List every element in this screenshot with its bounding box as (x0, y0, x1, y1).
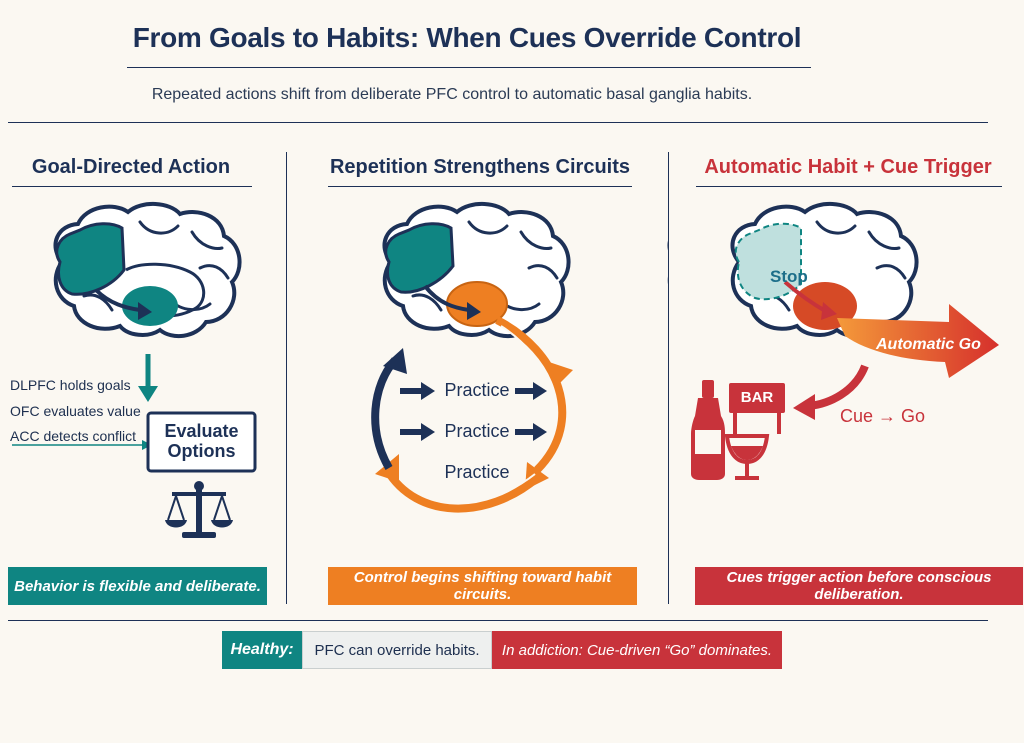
pfc-region-2 (384, 222, 455, 294)
practice-label-2: Practice (444, 421, 510, 441)
bar-sign-text: BAR (740, 389, 774, 406)
automatic-go-label: Automatic Go (876, 336, 981, 353)
title-underline (127, 67, 811, 68)
options-line: Options (167, 441, 236, 461)
practice-label-1: Practice (444, 380, 510, 400)
banner-flexible: Behavior is flexible and deliberate. (8, 567, 267, 605)
cycle-arrows (371, 316, 573, 513)
wine-glass-icon (724, 434, 770, 480)
evaluate-options-text: Evaluate Options (148, 421, 255, 461)
faded-pfc-region (734, 222, 802, 301)
bottle-icon (691, 380, 725, 480)
column-separator-1 (286, 152, 287, 604)
stop-label: Stop (770, 267, 808, 286)
panel-goal-directed: Goal-Directed Action (0, 0, 286, 620)
label-ofc: OFC evaluates value (10, 403, 141, 419)
label-dlpfc: DLPFC holds goals (10, 377, 131, 393)
cue-arrow (793, 394, 815, 420)
footer-legend: Healthy: PFC can override habits. In add… (222, 631, 782, 669)
panel-2-graphics (371, 202, 668, 513)
panel-repetition: Repetition Strengthens Circuits (287, 0, 668, 620)
column-separator-2 (668, 152, 669, 604)
header-divider (8, 122, 988, 123)
automatic-go-arrow (837, 304, 999, 378)
panel-1-title: Goal-Directed Action (31, 156, 231, 178)
page-subtitle: Repeated actions shift from deliberate P… (151, 86, 753, 103)
panel-1-graphics (12, 202, 257, 538)
page-title: From Goals to Habits: When Cues Override… (132, 22, 802, 53)
pfc-region-1 (55, 222, 126, 296)
brain-3-icon (730, 202, 919, 339)
scales-icon (165, 481, 233, 538)
addiction-text: In addiction: Cue-driven “Go” dominates. (492, 631, 782, 669)
footer-divider (8, 620, 988, 621)
panel-1-title-underline (12, 186, 252, 187)
panel-3-title-underline (696, 186, 1002, 187)
evaluate-options-box (146, 411, 257, 473)
banner-cues: Cues trigger action before conscious del… (695, 567, 1023, 605)
healthy-text: PFC can override habits. (302, 631, 492, 669)
bar-sign-icon (729, 383, 785, 434)
panel-3-title: Automatic Habit + Cue Trigger (704, 156, 992, 178)
evaluate-line: Evaluate (164, 421, 239, 441)
practice-label-3: Practice (444, 462, 510, 482)
label-acc: ACC detects conflict (10, 428, 137, 444)
panel-2-title-underline (328, 186, 632, 187)
brain-1-icon (53, 202, 242, 339)
panel-automatic-habit: Automatic Habit + Cue Trigger (669, 0, 1024, 620)
basal-ganglia-1 (122, 286, 178, 326)
panel-2-title: Repetition Strengthens Circuits (329, 156, 631, 178)
healthy-label: Healthy: (222, 631, 302, 669)
banner-shifting: Control begins shifting toward habit cir… (328, 567, 637, 605)
panel-3-graphics (691, 202, 999, 480)
cue-go-label: Cue → Go (840, 406, 926, 426)
